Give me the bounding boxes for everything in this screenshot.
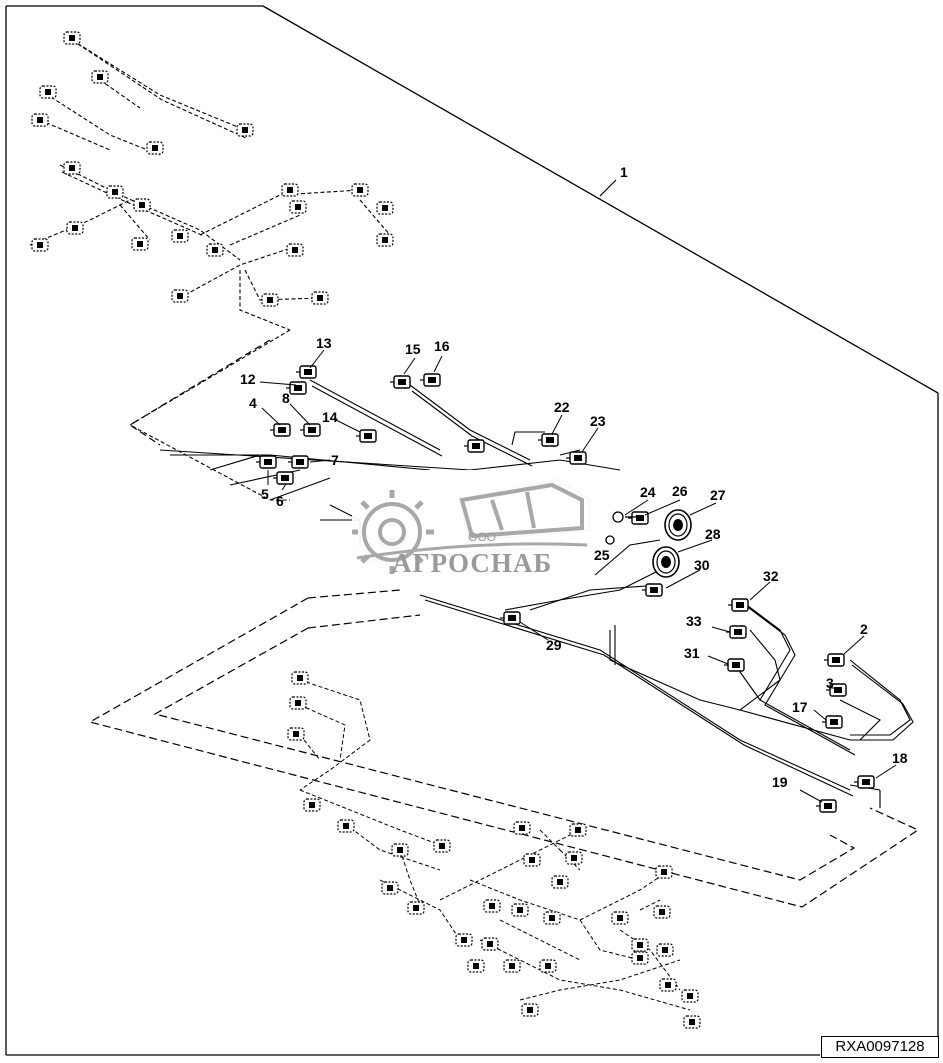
callout-7: 7: [331, 452, 339, 468]
watermark-logo: [352, 482, 588, 574]
callout-4: 4: [249, 395, 257, 411]
callout-6: 6: [276, 493, 284, 509]
callout-19: 19: [772, 774, 788, 790]
leader-line-1: [599, 179, 617, 197]
callout-23: 23: [590, 413, 606, 429]
callout-22: 22: [554, 399, 570, 415]
middle-harness: [159, 379, 914, 808]
callout-16: 16: [434, 338, 450, 354]
harness-outline: [5, 5, 939, 1056]
watermark-company-name: АГРОСНАБ: [392, 548, 553, 578]
callout-13: 13: [316, 335, 332, 351]
callout-1: 1: [620, 164, 628, 180]
callout-8: 8: [282, 390, 290, 406]
callout-33: 33: [686, 613, 702, 629]
callout-31: 31: [684, 645, 700, 661]
middle-dashed-boundary: [128, 339, 271, 446]
lower-harness-group: [299, 679, 691, 1011]
figure-reference-code: RXA0097128: [821, 1036, 939, 1058]
middle-connectors: [255, 365, 875, 813]
round-connectors: [652, 509, 692, 578]
callout-15: 15: [405, 341, 421, 357]
lower-connectors: [287, 671, 701, 1029]
ground-terminals: [605, 511, 640, 545]
callout-26: 26: [672, 483, 688, 499]
upper-connectors: [31, 31, 394, 307]
callout-24: 24: [640, 484, 656, 500]
callout-12: 12: [240, 371, 256, 387]
callout-30: 30: [694, 557, 710, 573]
callout-18: 18: [892, 750, 908, 766]
callout-32: 32: [763, 568, 779, 584]
callout-28: 28: [705, 526, 721, 542]
lower-dashed-boundary: [88, 589, 920, 908]
callout-17: 17: [792, 699, 808, 715]
callout-2: 2: [860, 621, 868, 637]
callout-leaders: [259, 349, 897, 803]
upper-harness-group: [29, 39, 391, 501]
callout-3: 3: [826, 675, 834, 691]
callout-14: 14: [322, 409, 338, 425]
callout-27: 27: [710, 487, 726, 503]
callout-5: 5: [261, 486, 269, 502]
callout-25: 25: [594, 547, 610, 563]
callout-29: 29: [546, 637, 562, 653]
watermark-prefix: ООО: [468, 530, 497, 544]
